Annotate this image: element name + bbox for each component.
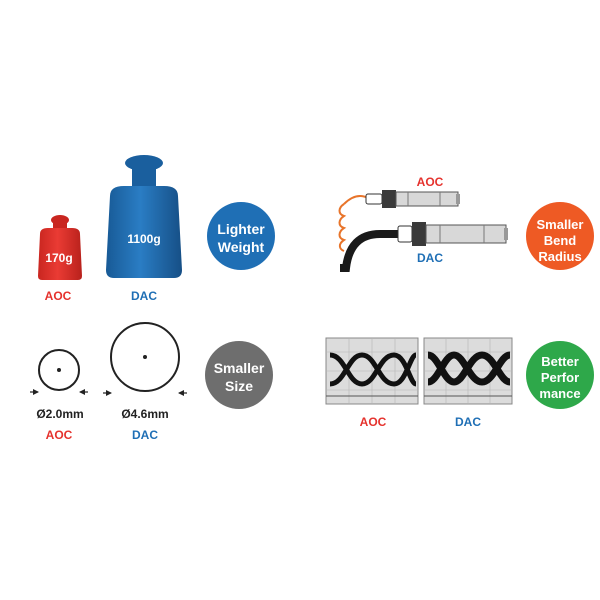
aoc-cable-label: AOC: [417, 175, 444, 189]
aoc-cross-section-icon: [30, 349, 88, 395]
aoc-eye-diagram-icon: [325, 337, 419, 405]
svg-text:Better: Better: [541, 354, 579, 369]
dac-eye-label: DAC: [455, 415, 481, 429]
dac-cable-icon: [340, 222, 508, 272]
aoc-eye-label: AOC: [360, 415, 387, 429]
aoc-weight-label: AOC: [45, 289, 72, 303]
svg-text:Radius: Radius: [538, 249, 581, 264]
svg-text:Perfor: Perfor: [541, 370, 579, 385]
dac-weight-value: 1100g: [127, 232, 160, 246]
aoc-size-label: AOC: [46, 428, 73, 442]
svg-text:Size: Size: [225, 378, 253, 394]
aoc-weight-icon: [38, 215, 82, 280]
better-performance-badge: Better Perfor mance: [526, 341, 594, 409]
smaller-bend-radius-badge: Smaller Bend Radius: [526, 202, 594, 270]
aoc-weight-value: 170g: [45, 251, 72, 265]
dac-cross-section-icon: [103, 322, 187, 396]
svg-text:Lighter: Lighter: [217, 221, 265, 237]
lighter-weight-badge: Lighter Weight: [207, 202, 275, 270]
dac-diameter-value: Ø4.6mm: [121, 407, 168, 421]
aoc-cable-icon: [338, 190, 460, 252]
dac-eye-diagram-icon: [423, 337, 513, 405]
svg-text:Weight: Weight: [218, 239, 265, 255]
svg-text:mance: mance: [539, 386, 580, 401]
svg-text:Smaller: Smaller: [214, 360, 265, 376]
smaller-size-badge: Smaller Size: [205, 341, 273, 409]
dac-weight-icon: [106, 155, 182, 278]
dac-size-label: DAC: [132, 428, 158, 442]
svg-text:Bend: Bend: [544, 233, 577, 248]
dac-weight-label: DAC: [131, 289, 157, 303]
svg-text:Smaller: Smaller: [537, 217, 584, 232]
aoc-diameter-value: Ø2.0mm: [36, 407, 83, 421]
dac-cable-label: DAC: [417, 251, 443, 265]
